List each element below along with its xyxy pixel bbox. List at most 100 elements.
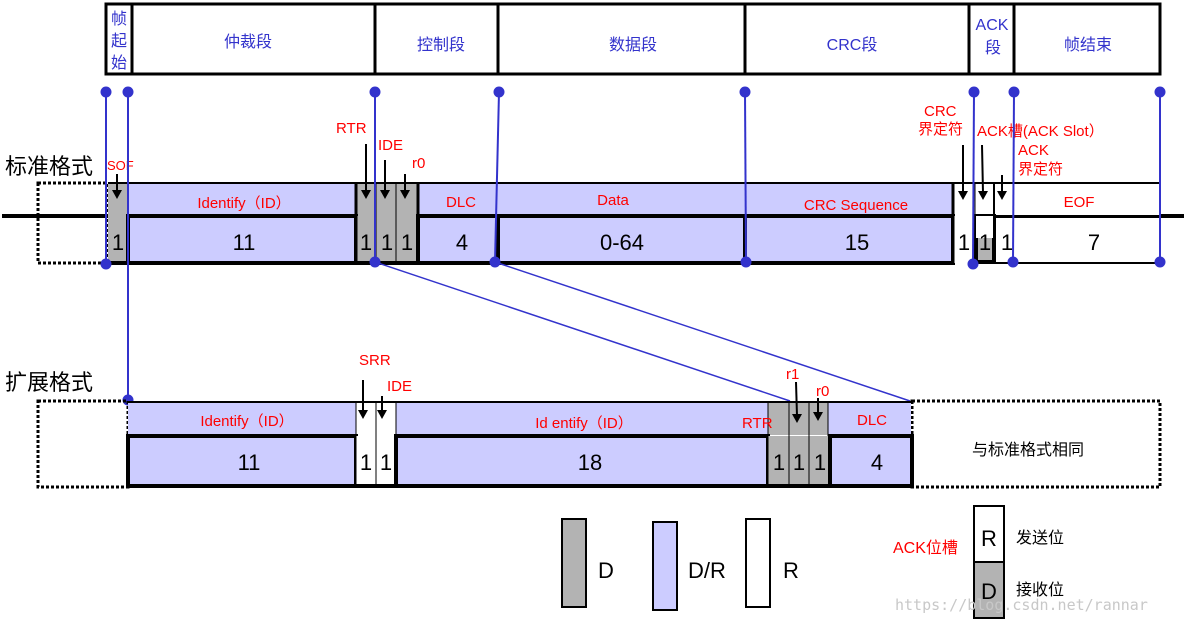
sof-bit-cell	[108, 216, 128, 263]
crc-delim-bits: 1	[958, 230, 970, 255]
ext-r0-label: r0	[816, 383, 829, 400]
ack-sender-letter: R	[981, 526, 997, 551]
segment-sof-label-3: 始	[111, 54, 127, 72]
sof-label: SOF	[107, 158, 134, 173]
rtr-r1-r0-cell	[768, 436, 828, 486]
marker-dot	[1007, 256, 1019, 268]
ext-r0-bits: 1	[814, 450, 826, 475]
legend-swatch-dominant-recessive	[652, 521, 678, 611]
segment-ack-label-2: 段	[985, 39, 1001, 57]
dlc-bit-cell	[828, 434, 914, 488]
arrow-icon	[792, 414, 802, 423]
legend: D D/R R ACK位槽 R D 发送位 接收位	[561, 505, 1064, 619]
rtr-label: RTR	[336, 120, 367, 137]
arrow-icon	[380, 190, 390, 199]
eof-label: EOF	[1064, 194, 1095, 211]
arrow-icon	[813, 412, 823, 421]
data-bit-cell	[496, 214, 747, 265]
dlc-upper	[828, 402, 911, 435]
crc-sequence-label: CRC Sequence	[804, 197, 908, 214]
idle-box	[36, 399, 130, 489]
marker-dot	[1008, 86, 1020, 98]
marker-dot	[369, 86, 381, 98]
r0-bits: 1	[401, 230, 413, 255]
ack-slot-cell-top	[976, 216, 994, 238]
segment-header-bar: 帧 起 始 仲裁段 控制段 数据段 CRC段 ACK 段 帧结束	[104, 2, 1162, 76]
ack-delim-label-1: ACK	[1018, 142, 1049, 159]
arrow-icon	[400, 190, 410, 199]
standard-frame: SOF Identify（ID） RTR IDE r0 DLC Data CRC…	[2, 103, 1184, 265]
ext-rtr-bits: 1	[773, 450, 785, 475]
ack-receiver-swatch	[973, 561, 1005, 619]
marker-dot	[740, 256, 752, 268]
marker-dot	[1154, 256, 1166, 268]
data-bits: 0-64	[600, 230, 644, 255]
r0-label: r0	[412, 155, 425, 172]
identifier-b-upper	[396, 402, 768, 435]
arrow-icon	[361, 190, 371, 199]
extended-frame: Identify（ID） SRR IDE Id entify（ID） RTR r…	[36, 352, 1162, 489]
identifier-a-upper	[128, 402, 356, 435]
arrow-icon	[377, 410, 387, 419]
r1-bits: 1	[793, 450, 805, 475]
ack-eof-upper	[953, 183, 1160, 216]
ext-ide-label: IDE	[387, 378, 412, 395]
identifier-bits: 11	[233, 230, 256, 255]
legend-label-dominant-recessive: D/R	[688, 558, 726, 583]
legend-label-recessive: R	[783, 558, 799, 583]
standard-arrows	[112, 144, 1007, 200]
ack-slot-label: ACK槽(ACK Slot）	[977, 123, 1104, 140]
ack-slot-bits: 1	[979, 230, 991, 255]
ack-sender-label: 发送位	[1016, 529, 1064, 547]
arrow-icon	[997, 191, 1007, 200]
crc-bit-cell	[743, 214, 955, 265]
arrow-icon	[978, 191, 988, 200]
segment-markers	[100, 86, 1166, 406]
ide-label: IDE	[378, 137, 403, 154]
extended-format-title: 扩展格式	[5, 370, 93, 395]
eof-bits: 7	[1088, 230, 1100, 255]
marker-dot	[968, 86, 980, 98]
segment-sof-label-1: 帧	[111, 10, 127, 28]
identifier-label: Identify（ID）	[197, 195, 290, 212]
ext-identifier-b-label: Id entify（ID）	[535, 415, 633, 432]
identifier-b-bit-cell	[394, 434, 770, 488]
ack-receiver-letter: D	[981, 579, 997, 604]
segment-arbitration-label: 仲裁段	[224, 33, 272, 51]
standard-format-title: 标准格式	[5, 154, 93, 179]
ack-slot-legend-title: ACK位槽	[893, 539, 958, 557]
dlc-bits: 4	[456, 230, 468, 255]
segment-eof-label: 帧结束	[1064, 36, 1112, 54]
ack-delim-bits: 1	[1001, 230, 1013, 255]
segment-data-label: 数据段	[609, 36, 657, 54]
arrow-icon	[981, 144, 984, 194]
crc-delim-label-2: 界定符	[918, 121, 963, 138]
crc-delim-cell	[953, 216, 975, 263]
mapping-line	[374, 261, 791, 402]
segment-header-frame	[104, 2, 1162, 76]
watermark: https://blog.csdn.net/rannar	[895, 596, 1148, 614]
marker-dot	[1154, 86, 1166, 98]
data-label: Data	[597, 192, 629, 209]
ext-dlc-bits: 4	[871, 450, 883, 475]
identifier-a-bit-cell	[126, 434, 358, 488]
ext-dlc-label: DLC	[857, 412, 887, 429]
crc-seq-bits: 15	[845, 230, 869, 255]
ack-sender-swatch	[973, 505, 1005, 563]
extended-arrows	[358, 380, 823, 423]
arrow-icon	[358, 410, 368, 419]
marker-dot	[122, 86, 134, 98]
rtr-bits: 1	[360, 230, 372, 255]
segment-ack-label-1: ACK	[976, 17, 1009, 34]
legend-label-dominant: D	[598, 558, 614, 583]
arrow-icon	[958, 191, 968, 200]
idle-box	[36, 181, 109, 265]
ide-bits: 1	[381, 230, 393, 255]
ext-identifier-a-label: Identify（ID）	[200, 413, 293, 430]
srr-label: SRR	[359, 352, 391, 369]
dlc-label: DLC	[446, 194, 476, 211]
segment-crc-label: CRC段	[827, 36, 878, 54]
ack-delim-label-2: 界定符	[1018, 161, 1063, 178]
marker-dot	[493, 86, 505, 98]
